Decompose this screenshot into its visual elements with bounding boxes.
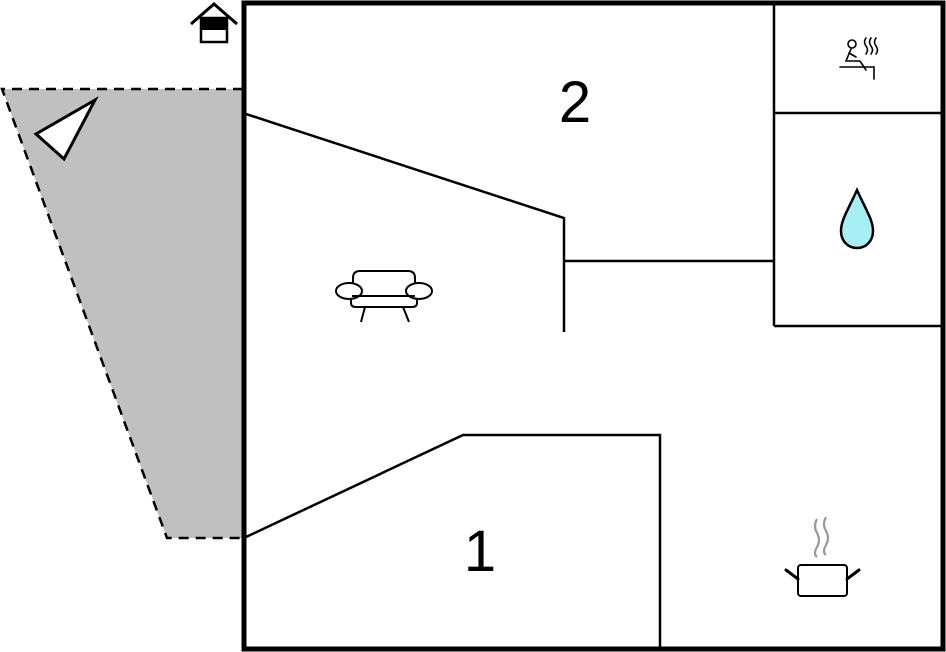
terrace-area [2, 89, 243, 538]
room-label-1: 1 [464, 519, 496, 584]
sauna-icon [839, 37, 879, 80]
bedroom-1-wall [245, 433, 662, 647]
terrace-triangle-icon [33, 96, 99, 162]
room-label-2: 2 [559, 70, 591, 135]
cooking-pot-icon [784, 516, 861, 597]
interior-walls [245, 5, 941, 647]
water-drop-icon [839, 186, 875, 250]
sofa-icon [335, 270, 433, 323]
house-entrance-icon [190, 2, 238, 44]
outer-wall [241, 0, 946, 652]
bedroom-2-wall [245, 112, 566, 332]
terrace-outline [0, 87, 243, 540]
